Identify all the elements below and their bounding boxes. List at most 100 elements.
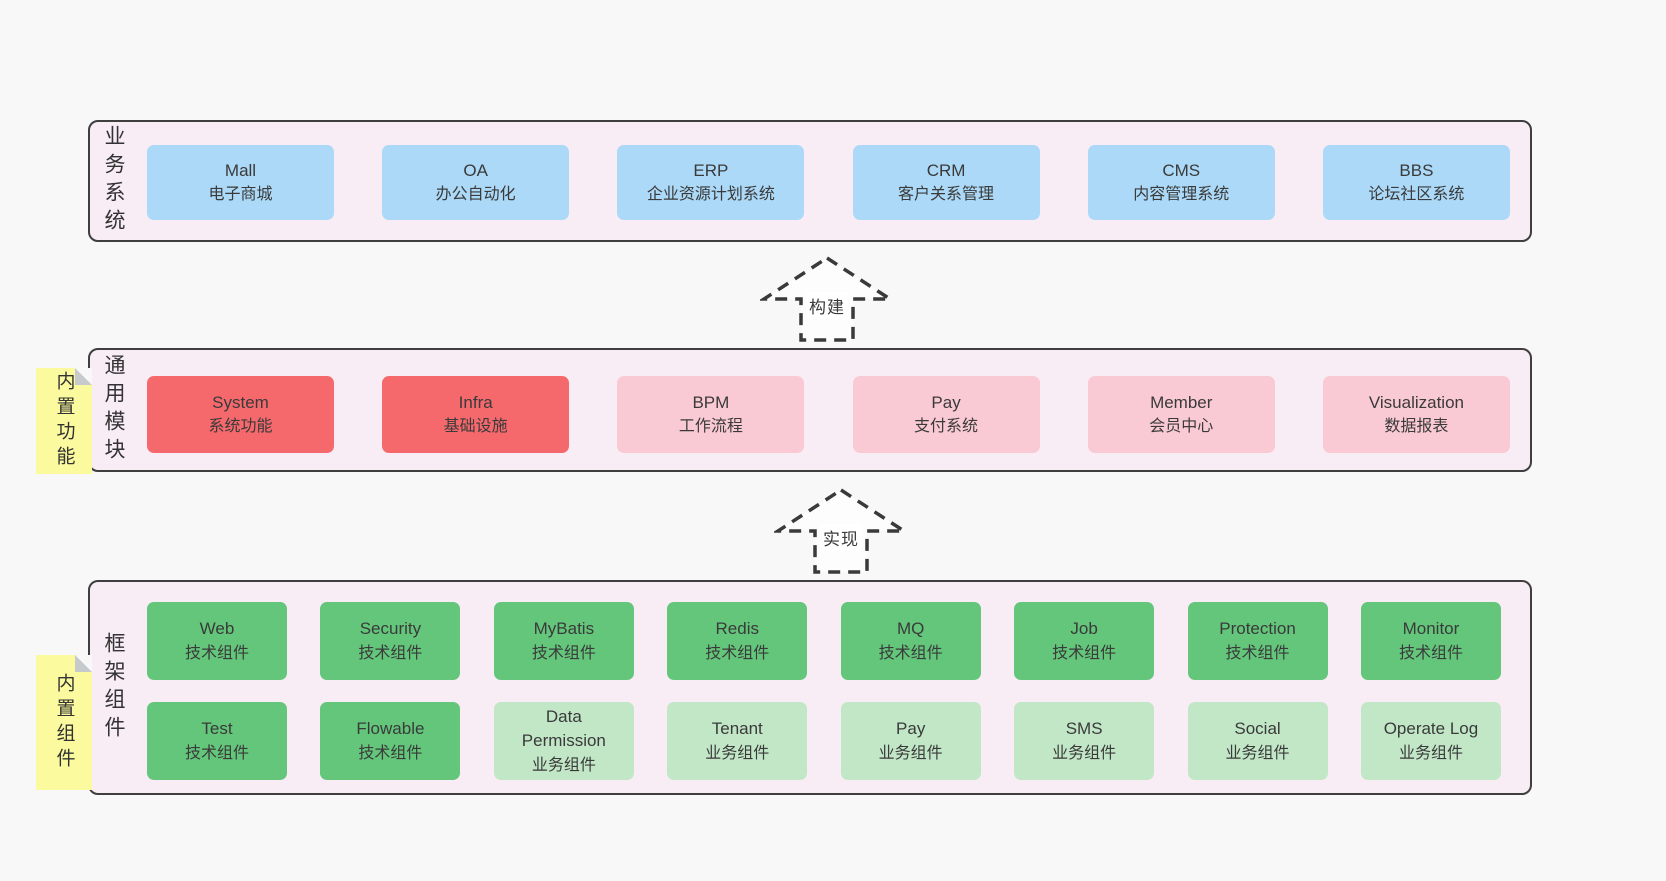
box-subtitle: 技术组件 [878,644,943,662]
box-subtitle: 企业资源计划系统 [646,186,775,204]
note-fold-corner [75,655,92,672]
box-mq: MQ 技术组件 [840,602,981,680]
box-title: MQ [896,619,925,639]
box-subtitle: 业务组件 [1225,744,1290,762]
box-title: BBS [1399,160,1434,180]
box-subtitle: 技术组件 [705,644,770,662]
box-pay-component: Pay 业务组件 [840,702,981,780]
box-subtitle: 工作流程 [678,418,743,436]
box-title: CMS [1162,160,1201,180]
box-subtitle: 内容管理系统 [1133,186,1230,204]
band-label-common-modules: 通用模块 [102,354,125,466]
box-title: Security [359,619,422,639]
box-mybatis: MyBatis 技术组件 [493,602,634,680]
box-test: Test 技术组件 [147,702,287,780]
box-data-permission: Data Permission 业务组件 [493,702,634,780]
box-subtitle: 电子商城 [208,186,273,204]
box-title: Protection [1219,619,1296,639]
box-erp: ERP 企业资源计划系统 [617,145,805,220]
sticky-note-built-in-components: 内置组件 [36,655,92,790]
box-subtitle: 业务组件 [1052,744,1117,762]
arrow-build: 构建 [760,255,894,343]
box-subtitle: 技术组件 [184,644,249,662]
box-title: Job [1070,619,1098,639]
box-member: Member 会员中心 [1087,376,1275,453]
box-title: SMS [1065,719,1103,739]
box-title: Data Permission [521,706,606,751]
framework-row-2: Test 技术组件 Flowable 技术组件 Data Permission … [147,702,1501,780]
box-visualization: Visualization 数据报表 [1322,376,1510,453]
box-subtitle: 支付系统 [914,418,979,436]
box-title: Redis [715,619,759,639]
band-framework-components: 框架组件 Web 技术组件 Security 技术组件 MyBatis 技术组件… [88,580,1532,795]
box-title: Monitor [1402,619,1460,639]
box-title: MyBatis [533,619,595,639]
box-subtitle: 业务组件 [531,757,596,775]
box-subtitle: 技术组件 [358,644,423,662]
box-title: ERP [693,160,729,180]
box-subtitle: 客户关系管理 [898,186,995,204]
box-subtitle: 基础设施 [443,418,508,436]
box-subtitle: 论坛社区系统 [1368,186,1465,204]
box-bpm: BPM 工作流程 [617,376,805,453]
box-protection: Protection 技术组件 [1187,602,1328,680]
band-label-business-systems: 业务系统 [102,125,125,237]
box-social: Social 业务组件 [1187,702,1328,780]
box-subtitle: 技术组件 [1225,644,1290,662]
band-business-systems: 业务系统 Mall 电子商城 OA 办公自动化 ERP 企业资源计划系统 CRM… [88,120,1532,242]
box-title: Test [201,719,233,739]
box-crm: CRM 客户关系管理 [852,145,1040,220]
box-title: Member [1150,392,1213,412]
box-subtitle: 技术组件 [1052,644,1117,662]
box-title: Web [199,619,235,639]
box-title: OA [463,160,488,180]
box-tenant: Tenant 业务组件 [667,702,808,780]
box-redis: Redis 技术组件 [667,602,808,680]
box-subtitle: 业务组件 [1398,744,1463,762]
box-system: System 系统功能 [147,376,334,453]
sticky-note-built-in-features: 内置功能 [36,368,92,474]
box-infra: Infra 基础设施 [382,376,570,453]
box-title: Operate Log [1383,719,1479,739]
band-label-framework-components: 框架组件 [102,631,125,744]
box-subtitle: 业务组件 [705,744,770,762]
box-title: System [212,392,269,412]
box-flowable: Flowable 技术组件 [320,702,461,780]
framework-row-1: Web 技术组件 Security 技术组件 MyBatis 技术组件 Redi… [147,602,1501,680]
box-title: CRM [926,160,966,180]
box-subtitle: 技术组件 [1398,644,1463,662]
arrow-implement: 实现 [774,487,908,575]
box-web: Web 技术组件 [147,602,287,680]
box-title: Flowable [356,719,425,739]
box-bbs: BBS 论坛社区系统 [1322,145,1510,220]
box-security: Security 技术组件 [320,602,461,680]
box-title: Tenant [711,719,763,739]
box-title: Infra [458,392,493,412]
box-cms: CMS 内容管理系统 [1087,145,1275,220]
box-title: BPM [692,392,730,412]
box-subtitle: 数据报表 [1384,418,1449,436]
box-title: Pay [896,719,926,739]
box-subtitle: 技术组件 [184,744,249,762]
box-title: Pay [931,392,961,412]
box-sms: SMS 业务组件 [1014,702,1155,780]
arrow-label: 实现 [820,524,862,551]
box-mall: Mall 电子商城 [147,145,334,220]
band-common-modules: 通用模块 System 系统功能 Infra 基础设施 BPM 工作流程 Pay… [88,348,1532,472]
box-subtitle: 系统功能 [208,418,273,436]
box-title: Social [1234,719,1281,739]
box-oa: OA 办公自动化 [382,145,570,220]
box-job: Job 技术组件 [1014,602,1155,680]
arrow-label: 构建 [806,292,848,319]
box-subtitle: 会员中心 [1149,418,1214,436]
box-title: Mall [224,160,257,180]
box-subtitle: 技术组件 [358,744,423,762]
box-subtitle: 办公自动化 [435,186,516,204]
box-monitor: Monitor 技术组件 [1360,602,1501,680]
box-pay: Pay 支付系统 [852,376,1040,453]
business-systems-row: Mall 电子商城 OA 办公自动化 ERP 企业资源计划系统 CRM 客户关系… [147,145,1510,220]
box-operate-log: Operate Log 业务组件 [1360,702,1501,780]
box-subtitle: 业务组件 [878,744,943,762]
note-fold-corner [75,368,92,385]
